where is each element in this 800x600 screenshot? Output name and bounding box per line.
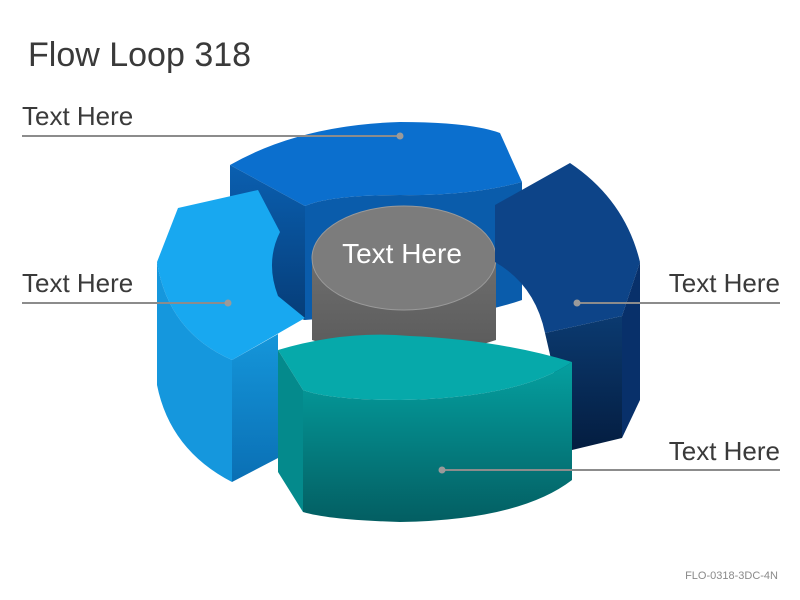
label-bottom-right: Text Here bbox=[668, 436, 780, 466]
slide-code: FLO-0318-3DC-4N bbox=[685, 570, 778, 582]
label-mid-right: Text Here bbox=[668, 268, 780, 298]
segment-navy-right bbox=[495, 163, 640, 450]
leader-dot-mid-left bbox=[224, 299, 232, 307]
segment-teal-front bbox=[278, 334, 572, 522]
label-mid-left: Text Here bbox=[22, 268, 134, 298]
center-label: Text Here bbox=[342, 238, 462, 269]
leader-dot-top-left bbox=[396, 132, 404, 140]
leader-dot-bottom-right bbox=[438, 466, 446, 474]
leader-dot-mid-right bbox=[573, 299, 581, 307]
segment-lightblue-left bbox=[157, 190, 305, 482]
center-cylinder bbox=[311, 205, 497, 356]
page-title: Flow Loop 318 bbox=[28, 36, 252, 74]
label-top-left: Text Here bbox=[22, 101, 134, 131]
